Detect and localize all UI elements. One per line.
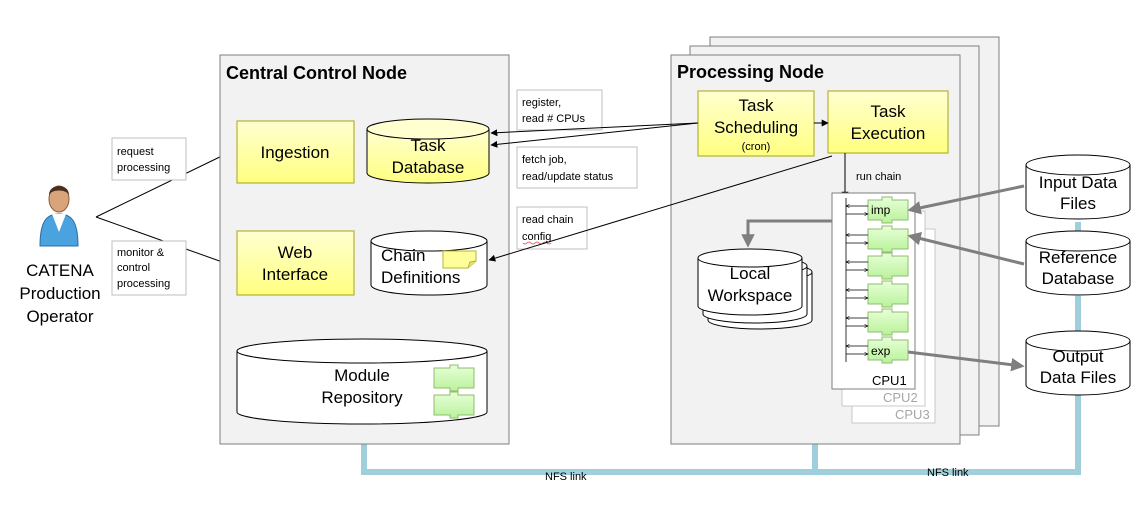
chain-definitions: Chain Definitions [370, 230, 488, 296]
input-data-line2: Files [1060, 194, 1096, 213]
module-repository-line1: Module [334, 366, 390, 385]
note-fetch-job: fetch job, read/update status [516, 146, 638, 189]
task-scheduling-line2: Scheduling [714, 118, 798, 137]
note-monitor-line3: processing [117, 278, 170, 290]
note-request-line2: processing [117, 162, 170, 174]
chain-module-6 [846, 336, 909, 364]
processing-node-title: Processing Node [677, 62, 824, 82]
document-icon [442, 250, 477, 269]
note-request-line1: request [117, 146, 154, 158]
note-fetch-line2: read/update status [522, 171, 614, 183]
web-interface-line2: Interface [262, 265, 328, 284]
note-read-chain-config: read chain config [516, 206, 588, 250]
task-database: Task Database [366, 118, 490, 184]
chain-module-5 [846, 308, 909, 336]
cpu3-label: CPU3 [895, 407, 930, 422]
cpu2-label: CPU2 [883, 390, 918, 405]
run-chain-label: run chain [856, 171, 901, 183]
central-node-title: Central Control Node [226, 63, 407, 83]
output-data-files: Output Data Files [1025, 330, 1131, 396]
processing-node: Processing Node Task Scheduling (cron) T… [670, 54, 961, 445]
web-interface-box: Web Interface [236, 230, 355, 296]
chain-module-4 [846, 280, 909, 308]
operator: CATENA Production Operator [19, 185, 101, 326]
note-register-line2: read # CPUs [522, 113, 585, 125]
ingestion-box: Ingestion [236, 120, 355, 184]
reference-db-line1: Reference [1039, 248, 1117, 267]
task-database-line1: Task [411, 136, 446, 155]
note-monitor-line2: control [117, 262, 150, 274]
note-monitor-line1: monitor & [117, 247, 165, 259]
cpu1-label: CPU1 [872, 373, 907, 388]
person-icon [39, 185, 79, 247]
input-data-files: Input Data Files [1025, 154, 1131, 220]
module-repository: Module Repository [236, 338, 488, 425]
local-workspace: Local Workspace [697, 248, 813, 330]
reference-db-line2: Database [1042, 269, 1115, 288]
local-workspace-line2: Workspace [708, 286, 793, 305]
note-request-processing: request processing [111, 137, 187, 181]
task-scheduling-cron: (cron) [742, 141, 771, 153]
ingestion-label: Ingestion [261, 143, 330, 162]
chain-to-workspace-arrow [741, 219, 832, 248]
web-interface-line1: Web [278, 243, 313, 262]
chain-module-3 [846, 252, 909, 280]
module-icon-2 [433, 391, 475, 419]
note-register: register, read # CPUs [516, 89, 603, 131]
task-execution-line2: Execution [851, 124, 926, 143]
output-data-line1: Output [1052, 347, 1103, 366]
task-execution-box: Task Execution [827, 90, 949, 154]
chain-module-2 [846, 225, 909, 253]
note-monitor-control: monitor & control processing [111, 240, 187, 296]
module-repository-line2: Repository [321, 388, 403, 407]
central-control-node: Central Control Node Ingestion Task Data… [219, 54, 510, 445]
operator-label-line3: Operator [26, 307, 93, 326]
note-readchain-line1: read chain [522, 214, 573, 226]
reference-database: Reference Database [1025, 230, 1131, 296]
nfs-link-label-left: NFS link [545, 471, 587, 483]
note-readchain-line2: config [522, 231, 551, 243]
module-chain: imp exp [845, 196, 909, 364]
input-data-line1: Input Data [1039, 173, 1118, 192]
inter-node-arrows [488, 122, 833, 262]
local-workspace-line1: Local [730, 264, 771, 283]
output-data-line2: Data Files [1040, 368, 1117, 387]
chain-definitions-line1: Chain [381, 246, 425, 265]
task-database-line2: Database [392, 158, 465, 177]
nfs-link-label-right: NFS link [927, 467, 969, 479]
chain-definitions-line2: Definitions [381, 268, 460, 287]
chain-module-imp-label: imp [871, 203, 891, 217]
note-fetch-line1: fetch job, [522, 154, 567, 166]
task-scheduling-line1: Task [739, 96, 774, 115]
task-execution-line1: Task [871, 102, 906, 121]
operator-label-line1: CATENA [26, 261, 94, 280]
operator-label-line2: Production [19, 284, 100, 303]
note-register-line1: register, [522, 97, 561, 109]
module-icon-1 [433, 364, 475, 392]
chain-module-1 [846, 196, 909, 224]
external-arrows [907, 184, 1025, 372]
chain-module-exp-label: exp [871, 344, 891, 358]
task-scheduling-box: Task Scheduling (cron) [697, 90, 815, 157]
